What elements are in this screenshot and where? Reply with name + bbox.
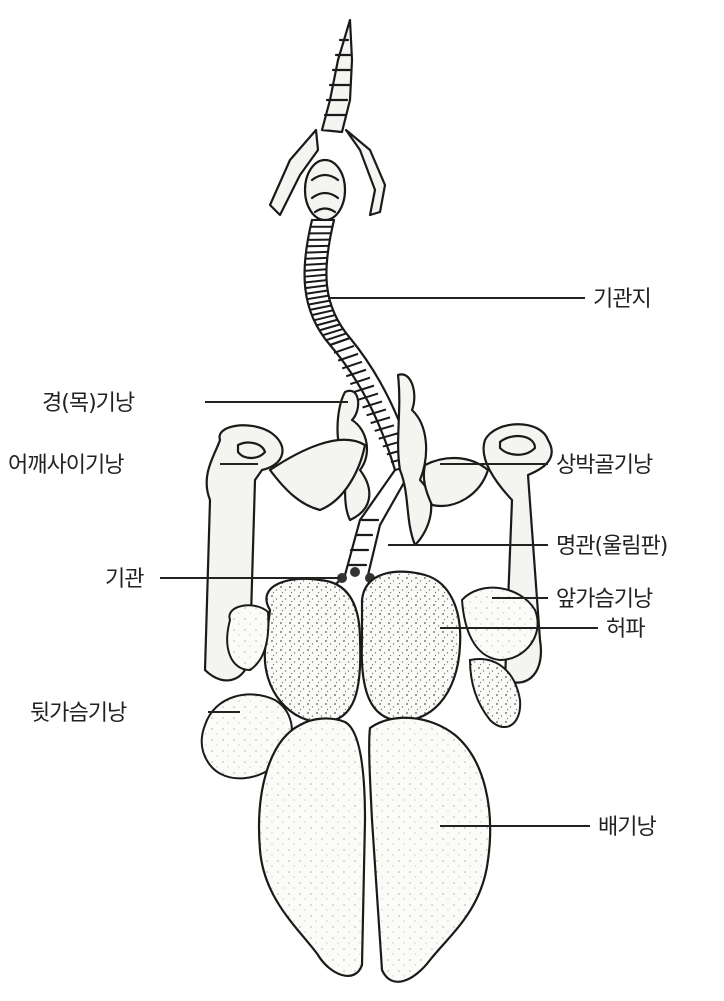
trachea-ring — [371, 417, 390, 423]
trachea-ring — [310, 305, 331, 309]
trachea-ring — [375, 425, 394, 431]
trachea-ring — [358, 394, 378, 400]
trachea-ring — [350, 378, 370, 384]
head-beak — [270, 20, 385, 220]
trachea-ring — [334, 346, 354, 353]
trachea-ring — [323, 329, 343, 335]
trachea-ring — [305, 280, 327, 282]
trachea-ring — [305, 258, 327, 259]
trachea-ring — [326, 333, 346, 340]
trachea-ring — [312, 310, 333, 315]
trachea-ring — [330, 338, 350, 345]
trachea-ring — [354, 386, 374, 392]
label-interclavicular-sac: 어깨사이기낭 — [8, 453, 124, 478]
label-syrinx: 명관(울림판) — [556, 534, 667, 559]
label-lung: 허파 — [606, 617, 645, 642]
trachea-tube — [305, 220, 414, 592]
abdominal-sacs — [259, 718, 490, 982]
label-trachea: 기관 — [105, 567, 144, 592]
trachea-ring — [308, 301, 329, 305]
label-trachea-bronchi: 기관지 — [593, 287, 651, 312]
trachea-ring — [363, 402, 383, 408]
trachea-ring — [305, 264, 327, 265]
label-anterior-thoracic-sac: 앞가슴기낭 — [556, 587, 653, 612]
trachea-ring — [305, 285, 327, 288]
label-humeral-sac: 상박골기낭 — [556, 453, 653, 478]
trachea-ring — [317, 320, 338, 326]
trachea-ring — [314, 315, 335, 320]
trachea-ring — [306, 252, 328, 253]
trachea-ring — [305, 275, 327, 277]
label-posterior-thoracic-sac: 뒷가슴기낭 — [30, 701, 127, 726]
trachea-ring — [367, 409, 386, 415]
trachea-ring — [306, 291, 328, 294]
trachea-ring — [305, 269, 327, 271]
label-cervical-sac: 경(목)기낭 — [42, 391, 135, 416]
trachea-ring — [307, 296, 329, 300]
label-abdominal-sac: 배기낭 — [598, 815, 656, 840]
trachea-ring — [319, 324, 340, 330]
